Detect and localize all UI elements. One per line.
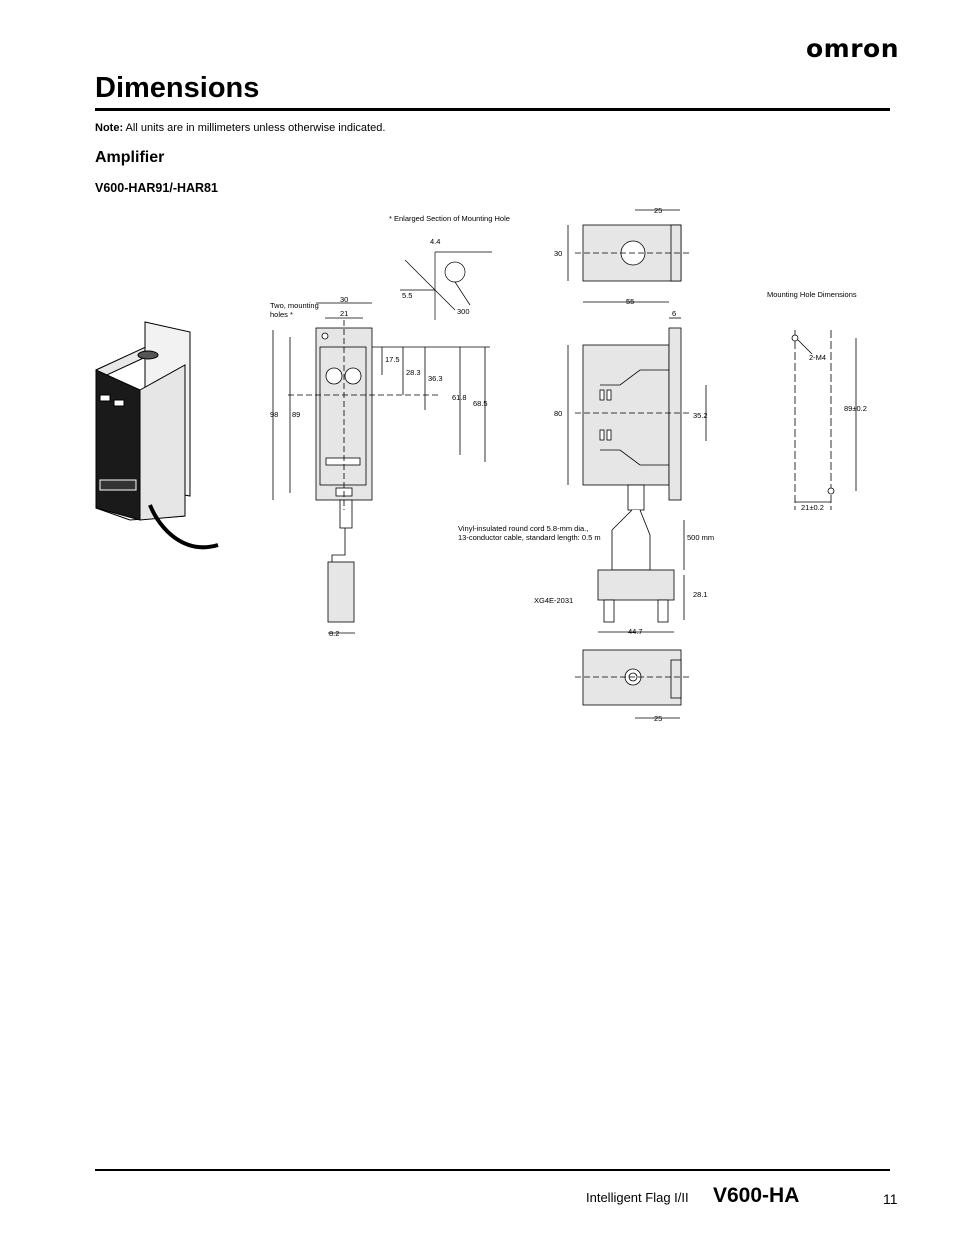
cord-note-1: Vinyl-insulated round cord 5.8-mm dia.,	[458, 524, 588, 533]
connector-label: XG4E-2031	[534, 596, 573, 605]
dim-30: 30	[340, 295, 348, 304]
dim-5-5: 5.5	[402, 291, 412, 300]
top-view	[567, 209, 690, 282]
dim-68-5: 68.5	[473, 399, 488, 408]
mounting-hole-89: 89±0.2	[844, 404, 867, 413]
dim-44-7: 44.7	[628, 627, 643, 636]
side-35-2: 35.2	[693, 411, 708, 420]
top-25: 25	[654, 206, 662, 215]
side-55: 55	[626, 297, 634, 306]
footer-model: V600-HA	[713, 1184, 800, 1207]
side-80: 80	[554, 409, 562, 418]
dim-61-8: 61.8	[452, 393, 467, 402]
side-6: 6	[672, 309, 676, 318]
units-note: Note: All units are in millimeters unles…	[95, 122, 385, 134]
two-holes-2: holes *	[270, 310, 293, 319]
top-30: 30	[554, 249, 562, 258]
two-holes-1: Two, mounting	[270, 301, 319, 310]
note-text: All units are in millimeters unless othe…	[123, 122, 386, 134]
enlarged-hole-detail	[400, 251, 492, 320]
front-view	[272, 302, 490, 634]
dim-500: 500 mm	[687, 533, 714, 542]
dim-4-4: 4.4	[430, 237, 440, 246]
mounting-hole-title: Mounting Hole Dimensions	[767, 290, 857, 299]
cord-note-2: 13-conductor cable, standard length: 0.5…	[458, 533, 601, 542]
page-number: 11	[883, 1191, 898, 1207]
dim-21: 21	[340, 309, 348, 318]
dim-8-2: 8.2	[329, 629, 339, 638]
header-rule	[95, 108, 890, 111]
dim-36-3: 36.3	[428, 374, 443, 383]
model-heading: V600-HAR91/-HAR81	[95, 181, 218, 195]
omron-logo: omron	[806, 34, 900, 63]
page-title: Dimensions	[95, 72, 260, 104]
mounting-hole-m4: 2-M4	[809, 353, 826, 362]
section-heading: Amplifier	[95, 149, 165, 166]
note-label: Note:	[95, 122, 124, 134]
bottom-25: 25	[654, 714, 662, 723]
mounting-hole-21: 21±0.2	[801, 503, 824, 512]
enlarged-label: * Enlarged Section of Mounting Hole	[389, 214, 510, 223]
dim-300: 300	[457, 307, 470, 316]
bottom-view	[575, 649, 690, 719]
mounting-hole-diagram	[791, 330, 857, 510]
dim-28-1: 28.1	[693, 590, 708, 599]
dim-17-5: 17.5	[385, 355, 400, 364]
footer-product-name: Intelligent Flag I/II	[586, 1190, 689, 1205]
dim-98: 98	[270, 410, 278, 419]
dim-89: 89	[292, 410, 300, 419]
side-view	[567, 301, 707, 633]
amplifier-illustration	[95, 321, 219, 550]
footer-rule	[95, 1169, 890, 1171]
dim-28-3: 28.3	[406, 368, 421, 377]
